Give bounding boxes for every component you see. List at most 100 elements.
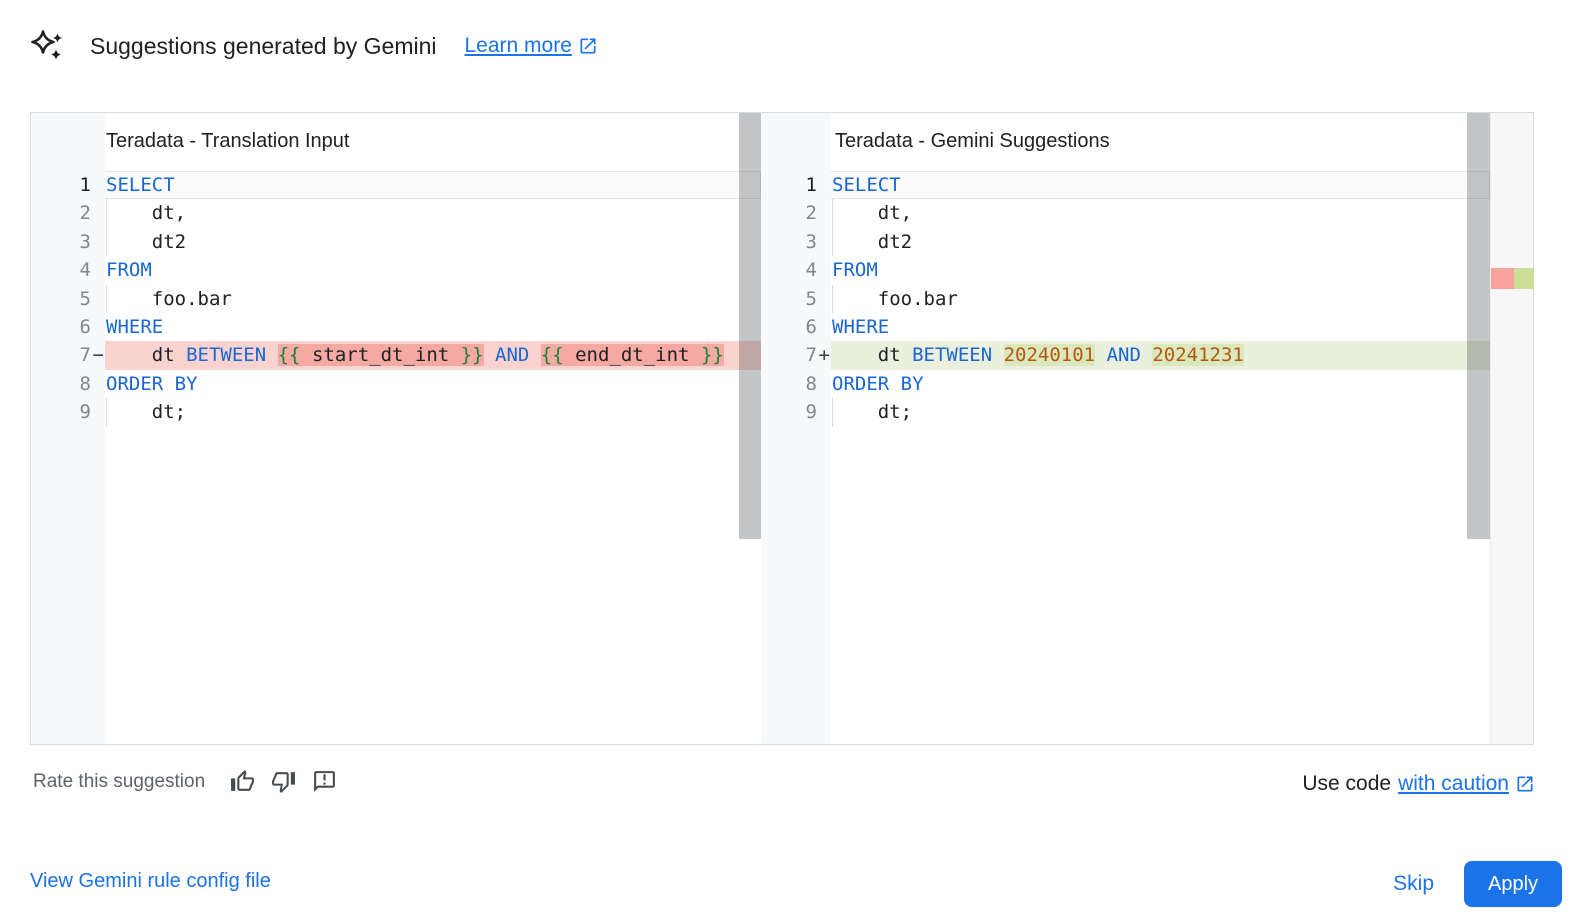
view-gemini-rule-config-link[interactable]: View Gemini rule config file bbox=[30, 870, 271, 892]
code-line: foo.bar bbox=[105, 284, 761, 313]
code-line: dt, bbox=[105, 199, 761, 228]
code-token: AND bbox=[1106, 344, 1141, 367]
code-token bbox=[266, 344, 277, 366]
use-code-caution-row: Use code with caution bbox=[1302, 772, 1535, 796]
gemini-sparkle-icon bbox=[31, 30, 62, 60]
scrollbar-left[interactable] bbox=[739, 113, 761, 539]
code-token: SELECT bbox=[832, 174, 901, 196]
code-token: dt bbox=[106, 344, 187, 367]
code-token: end_dt_int bbox=[563, 344, 701, 367]
feedback-icon bbox=[314, 771, 336, 792]
scrollbar-right[interactable] bbox=[1467, 113, 1490, 539]
line-number: 3 bbox=[805, 230, 817, 253]
code-token: SELECT bbox=[106, 174, 175, 196]
thumb-up-button[interactable] bbox=[229, 768, 256, 795]
code-token: FROM bbox=[832, 259, 878, 282]
with-caution-link[interactable]: with caution bbox=[1398, 772, 1535, 796]
code-line: SELECT bbox=[831, 171, 1490, 200]
code-token: }} bbox=[460, 344, 484, 367]
indent-guide bbox=[832, 199, 833, 228]
code-token bbox=[992, 344, 1003, 366]
code-token bbox=[529, 344, 540, 366]
line-number: 2 bbox=[805, 202, 817, 225]
code-token: dt; bbox=[106, 401, 187, 424]
line-number: 1 bbox=[79, 174, 91, 196]
diff-marker: − bbox=[92, 344, 104, 367]
gutter-background bbox=[31, 113, 105, 744]
code-token: dt2 bbox=[832, 230, 913, 253]
ruler-deletion-mark bbox=[1491, 268, 1514, 289]
line-number: 8 bbox=[805, 372, 817, 395]
indent-guide bbox=[106, 227, 107, 257]
line-number: 6 bbox=[79, 315, 91, 338]
code-line: WHERE bbox=[105, 313, 761, 341]
rate-suggestion-row: Rate this suggestion bbox=[33, 768, 338, 795]
apply-button[interactable]: Apply bbox=[1464, 861, 1562, 907]
code-token: dt2 bbox=[106, 230, 187, 253]
line-number: 4 bbox=[79, 259, 91, 282]
code-token: dt, bbox=[832, 202, 913, 225]
code-token: 20241231 bbox=[1152, 344, 1244, 367]
code-line: FROM bbox=[831, 256, 1490, 284]
skip-button[interactable]: Skip bbox=[1391, 868, 1436, 900]
code-line: foo.bar bbox=[831, 284, 1490, 313]
code-token bbox=[1141, 344, 1152, 366]
indent-guide bbox=[106, 398, 107, 427]
code-token: foo.bar bbox=[832, 287, 958, 310]
use-code-text: Use code bbox=[1302, 772, 1392, 795]
line-number: 3 bbox=[79, 230, 91, 253]
panel-title-translation-input: Teradata - Translation Input bbox=[106, 130, 350, 152]
code-line: FROM bbox=[105, 256, 761, 284]
thumb-down-icon bbox=[272, 772, 296, 793]
code-line: SELECT bbox=[105, 171, 761, 200]
code-line: ORDER BY bbox=[831, 370, 1490, 398]
suggestions-header: Suggestions generated by Gemini Learn mo… bbox=[30, 28, 598, 64]
line-number: 9 bbox=[79, 401, 91, 424]
code-token: WHERE bbox=[106, 315, 164, 338]
external-link-icon bbox=[580, 38, 596, 54]
external-link-icon bbox=[1517, 776, 1533, 792]
indent-guide bbox=[832, 227, 833, 257]
code-token: foo.bar bbox=[106, 287, 232, 310]
diff-overview-ruler bbox=[1490, 113, 1534, 744]
code-token: dt, bbox=[106, 202, 187, 225]
line-number: 6 bbox=[805, 315, 817, 338]
code-token: dt bbox=[832, 344, 913, 367]
code-line: ORDER BY bbox=[105, 370, 761, 398]
diff-marker: + bbox=[818, 344, 830, 367]
code-token bbox=[1095, 344, 1106, 366]
indent-guide bbox=[106, 199, 107, 228]
code-token: {{ bbox=[540, 344, 564, 367]
code-token: dt; bbox=[832, 401, 913, 424]
code-token: ORDER BY bbox=[832, 372, 924, 395]
ruler-addition-mark bbox=[1514, 268, 1534, 289]
code-token: FROM bbox=[106, 259, 152, 282]
code-token: WHERE bbox=[832, 315, 890, 338]
code-line: dt2 bbox=[105, 227, 761, 257]
line-number: 1 bbox=[805, 174, 817, 196]
line-number: 4 bbox=[805, 259, 817, 282]
line-number: 7+ bbox=[761, 341, 831, 369]
line-number: 7− bbox=[31, 341, 105, 369]
code-line: dt2 bbox=[831, 227, 1490, 257]
page-title: Suggestions generated by Gemini bbox=[90, 32, 437, 59]
code-line: dt BETWEEN {{ start_dt_int }} AND {{ end… bbox=[105, 341, 761, 370]
thumb-up-icon bbox=[231, 770, 255, 791]
indent-guide bbox=[832, 284, 833, 313]
code-line: dt; bbox=[105, 398, 761, 427]
code-token: }} bbox=[700, 344, 724, 367]
feedback-button[interactable] bbox=[311, 768, 338, 795]
learn-more-link[interactable]: Learn more bbox=[465, 34, 598, 58]
panel-title-gemini-suggestions: Teradata - Gemini Suggestions bbox=[835, 130, 1110, 152]
code-token: BETWEEN bbox=[186, 344, 267, 367]
thumb-down-button[interactable] bbox=[270, 768, 297, 795]
rate-label: Rate this suggestion bbox=[33, 770, 206, 792]
line-number: 5 bbox=[805, 287, 817, 310]
